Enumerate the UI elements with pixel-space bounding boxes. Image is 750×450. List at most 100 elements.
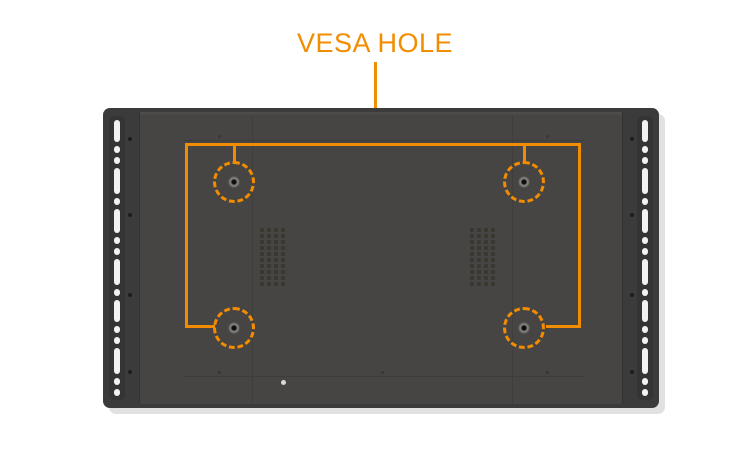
rail-slot — [114, 378, 120, 385]
rail-slot — [114, 289, 120, 296]
vent-hole — [484, 234, 488, 238]
vent-hole — [274, 240, 278, 244]
rail-slot — [114, 248, 120, 255]
vent-hole — [491, 252, 495, 256]
vent-hole — [470, 282, 474, 286]
vent-hole — [281, 240, 285, 244]
vent-hole — [477, 282, 481, 286]
vent-hole — [477, 252, 481, 256]
vent-hole — [281, 246, 285, 250]
rail-slot — [642, 348, 648, 374]
vent-hole — [274, 270, 278, 274]
frame-screw-dot — [128, 293, 132, 297]
vent-hole — [470, 276, 474, 280]
panel-seam-bottom — [184, 376, 584, 377]
vent-hole — [260, 264, 264, 268]
vent-hole — [260, 240, 264, 244]
mounting-rail-right — [637, 116, 653, 400]
vent-hole — [274, 234, 278, 238]
vent-hole — [274, 282, 278, 286]
rail-slot — [114, 168, 120, 194]
rail-slot — [642, 237, 648, 244]
vent-hole — [281, 252, 285, 256]
frame-screw-dot — [630, 293, 634, 297]
vent-hole — [281, 276, 285, 280]
vent-hole — [274, 276, 278, 280]
vent-hole — [281, 264, 285, 268]
rail-slot — [114, 337, 120, 344]
vent-hole — [267, 270, 271, 274]
vent-hole — [470, 252, 474, 256]
vent-hole — [484, 264, 488, 268]
rail-slot — [642, 378, 648, 385]
rail-slot — [114, 198, 120, 205]
vent-grid-right — [470, 228, 498, 288]
vent-hole — [267, 234, 271, 238]
vent-hole — [274, 252, 278, 256]
panel-vertical-seam-left — [252, 116, 253, 404]
panel-top-highlight — [140, 112, 622, 116]
panel-alignment-dot — [546, 371, 549, 374]
rail-slot — [114, 237, 120, 244]
vent-hole — [260, 276, 264, 280]
rail-slot — [642, 259, 648, 285]
vent-hole — [267, 264, 271, 268]
vent-hole — [267, 240, 271, 244]
vent-hole — [477, 246, 481, 250]
vent-hole — [260, 270, 264, 274]
rail-slot — [642, 300, 648, 322]
vent-hole — [484, 228, 488, 232]
vent-hole — [491, 258, 495, 262]
vent-hole — [260, 258, 264, 262]
rail-slot — [114, 326, 120, 333]
vent-hole — [477, 258, 481, 262]
vent-hole — [274, 228, 278, 232]
vent-hole — [491, 282, 495, 286]
vent-grid-left — [260, 228, 288, 288]
vent-hole — [470, 234, 474, 238]
frame-screw-dot — [630, 370, 634, 374]
vent-hole — [477, 270, 481, 274]
vent-hole — [470, 246, 474, 250]
vent-hole — [477, 234, 481, 238]
rail-slot — [114, 157, 120, 164]
monitor-rear-view — [103, 108, 665, 414]
vent-hole — [274, 246, 278, 250]
monitor-outer-frame — [103, 108, 659, 408]
panel-seam-top — [184, 140, 584, 141]
frame-screw-dot — [128, 370, 132, 374]
vent-hole — [470, 270, 474, 274]
vent-hole — [470, 258, 474, 262]
frame-screw-dot — [128, 137, 132, 141]
panel-alignment-dot — [546, 135, 549, 138]
vent-hole — [267, 258, 271, 262]
panel-alignment-dot — [218, 371, 221, 374]
mounting-rail-left — [109, 116, 125, 400]
vent-hole — [260, 252, 264, 256]
rail-slot — [642, 248, 648, 255]
panel-vertical-seam-right — [512, 116, 513, 404]
vesa-hole-annotation-label: VESA HOLE — [296, 28, 454, 58]
vent-hole — [477, 264, 481, 268]
rail-slot — [642, 168, 648, 194]
panel-alignment-dot — [218, 135, 221, 138]
vent-hole — [470, 240, 474, 244]
rail-slot — [642, 326, 648, 333]
frame-screw-dot — [630, 213, 634, 217]
vent-hole — [491, 240, 495, 244]
rail-slot — [642, 289, 648, 296]
vent-hole — [491, 228, 495, 232]
rail-slot — [114, 259, 120, 285]
vent-hole — [281, 258, 285, 262]
vent-hole — [267, 246, 271, 250]
status-led-indicator — [281, 380, 286, 385]
vent-hole — [484, 258, 488, 262]
vent-hole — [491, 234, 495, 238]
vent-hole — [484, 270, 488, 274]
vent-hole — [281, 282, 285, 286]
vent-hole — [484, 246, 488, 250]
vent-hole — [491, 276, 495, 280]
rail-slot — [642, 146, 648, 153]
rail-slot — [642, 209, 648, 233]
